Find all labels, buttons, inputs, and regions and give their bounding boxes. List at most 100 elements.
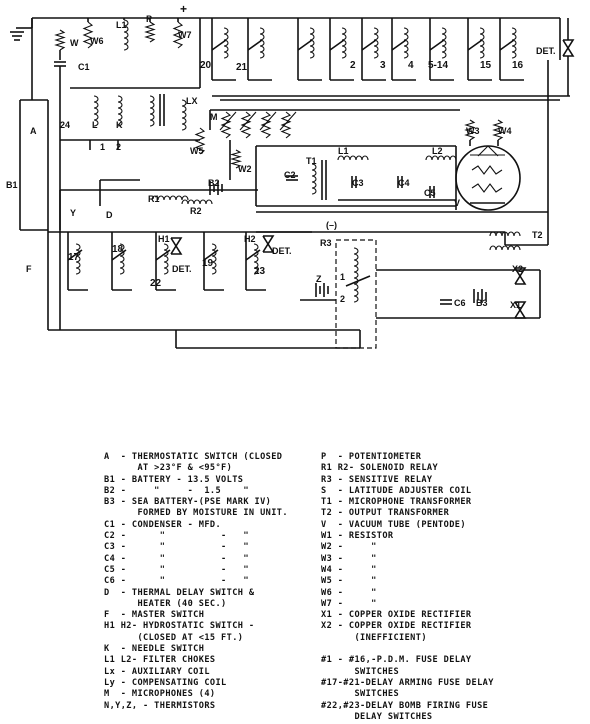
legend-entry: N,Y,Z, - THERMISTORS bbox=[104, 700, 216, 711]
legend-entry: X2 - COPPER OXIDE RECTIFIER bbox=[321, 621, 472, 632]
ground-symbol bbox=[10, 18, 33, 41]
label-l: L bbox=[92, 120, 98, 130]
label-y: Y bbox=[70, 208, 76, 218]
legend-entry: W3 - " bbox=[321, 553, 377, 564]
legend-entry: B2 - " - 1.5 " bbox=[104, 485, 249, 496]
label-p: P bbox=[146, 14, 152, 24]
label-r3: R3 bbox=[320, 238, 332, 248]
legend-left-column: A - THERMOSTATIC SWITCH (CLOSED AT >23°F… bbox=[104, 452, 324, 712]
label-f: F bbox=[26, 264, 32, 274]
legend-entry: K - NEEDLE SWITCH bbox=[104, 644, 205, 655]
label-19: 19 bbox=[202, 258, 214, 269]
label-fuse-3: 3 bbox=[380, 60, 386, 71]
vacuum-tube-v bbox=[455, 145, 521, 211]
label-m: M bbox=[210, 112, 218, 122]
legend-entry: W6 - " bbox=[321, 587, 377, 598]
legend-entry: C6 - " - " bbox=[104, 576, 249, 587]
label-det-top: DET. bbox=[536, 46, 556, 56]
legend-entry: W1 - RESISTOR bbox=[321, 531, 394, 542]
legend-entry: D - THERMAL DELAY SWITCH & bbox=[104, 587, 255, 598]
legend-entry: X1 - COPPER OXIDE RECTIFIER bbox=[321, 610, 472, 621]
legend-entry: HEATER (40 SEC.) bbox=[104, 598, 227, 609]
legend-entry: L1 L2- FILTER CHOKES bbox=[104, 655, 216, 666]
label-k: K bbox=[116, 120, 123, 130]
legend-entry: #22,#23-DELAY BOMB FIRING FUSE bbox=[321, 700, 489, 711]
label-r2: R2 bbox=[190, 206, 202, 216]
label-x2: X2 bbox=[512, 264, 523, 274]
legend-entry: W4 - " bbox=[321, 564, 377, 575]
legend-entry: C3 - " - " bbox=[104, 542, 249, 553]
circuit-schematic: + (–) W W6 L1 P W7 C1 L K LX W5 24 1 2 M… bbox=[6, 2, 575, 349]
label-v: V bbox=[454, 198, 460, 208]
label-det-mid: DET. bbox=[172, 264, 192, 274]
label-lx: LX bbox=[186, 96, 198, 106]
plus-terminal-label: + bbox=[180, 2, 187, 16]
legend-entry: V - VACUUM TUBE (PENTODE) bbox=[321, 519, 466, 530]
legend-entry: T2 - OUTPUT TRANSFORMER bbox=[321, 508, 450, 519]
legend-entry: W7 - " bbox=[321, 598, 377, 609]
label-b1: B1 bbox=[6, 180, 18, 190]
label-c6: C6 bbox=[454, 298, 466, 308]
label-22: 22 bbox=[150, 278, 162, 289]
label-21: 21 bbox=[236, 62, 248, 73]
legend-entry: SWITCHES bbox=[321, 666, 400, 677]
label-l1: L1 bbox=[116, 20, 127, 30]
legend-entry: #17-#21-DELAY ARMING FUSE DELAY bbox=[321, 677, 494, 688]
legend-entry: H1 H2- HYDROSTATIC SWITCH - bbox=[104, 621, 255, 632]
label-l1-choke: L1 bbox=[338, 146, 349, 156]
legend-entry: Lx - AUXILIARY COIL bbox=[104, 666, 210, 677]
label-h1: H1 bbox=[158, 234, 170, 244]
label-w7: W7 bbox=[178, 30, 192, 40]
legend-entry bbox=[321, 644, 581, 655]
legend-entry: SWITCHES bbox=[321, 689, 400, 700]
label-w3: W3 bbox=[466, 126, 480, 136]
label-c5: C5 bbox=[424, 188, 436, 198]
label-w5: W5 bbox=[190, 146, 204, 156]
legend-entry: R1 R2- SOLENOID RELAY bbox=[321, 463, 439, 474]
label-1: 1 bbox=[100, 142, 105, 152]
label-b2: B2 bbox=[208, 178, 220, 188]
legend-entry: C5 - " - " bbox=[104, 564, 249, 575]
label-c3: C3 bbox=[352, 178, 364, 188]
legend-entry: P - POTENTIOMETER bbox=[321, 452, 422, 462]
legend-entry: AT >23°F & <95°F) bbox=[104, 463, 233, 474]
label-w4: W4 bbox=[498, 126, 512, 136]
legend-entry: #1 - #16,-P.D.M. FUSE DELAY bbox=[321, 655, 472, 666]
label-r1: R1 bbox=[148, 194, 160, 204]
legend-entry: FORMED BY MOISTURE IN UNIT. bbox=[104, 508, 288, 519]
legend-entry: M - MICROPHONES (4) bbox=[104, 689, 216, 700]
legend-entry: C4 - " - " bbox=[104, 553, 249, 564]
label-t1: T1 bbox=[306, 156, 317, 166]
circuit-wires bbox=[19, 17, 575, 349]
label-s-2: 2 bbox=[340, 294, 345, 304]
label-23: 23 bbox=[254, 266, 266, 277]
legend-entry: B3 - SEA BATTERY-(PSE MARK IV) bbox=[104, 497, 272, 508]
label-z: Z bbox=[316, 274, 322, 284]
label-t2: T2 bbox=[532, 230, 543, 240]
legend-entry: T1 - MICROPHONE TRANSFORMER bbox=[321, 497, 472, 508]
label-h2: H2 bbox=[244, 234, 256, 244]
legend-entry: B1 - BATTERY - 13.5 VOLTS bbox=[104, 474, 244, 485]
label-24: 24 bbox=[60, 120, 70, 130]
label-b3: B3 bbox=[476, 298, 488, 308]
legend-entry: F - MASTER SWITCH bbox=[104, 610, 205, 621]
legend-entry: (CLOSED AT <15 FT.) bbox=[104, 632, 244, 643]
label-c2: C2 bbox=[284, 170, 296, 180]
label-fuse-4: 4 bbox=[408, 60, 414, 71]
label-d: D bbox=[106, 210, 113, 220]
legend-entry: DELAY SWITCHES bbox=[321, 711, 433, 722]
label-fuse-5-14: 5-14 bbox=[428, 60, 448, 71]
minus-bus-label: (–) bbox=[326, 220, 337, 230]
label-s-1: 1 bbox=[340, 272, 345, 282]
label-18: 18 bbox=[112, 244, 124, 255]
label-w: W bbox=[70, 38, 79, 48]
label-c1: C1 bbox=[78, 62, 90, 72]
label-20: 20 bbox=[200, 60, 212, 71]
label-x1: X1 bbox=[510, 300, 521, 310]
label-fuse-15: 15 bbox=[480, 60, 492, 71]
legend-entry: S - LATITUDE ADJUSTER COIL bbox=[321, 485, 472, 496]
label-det-right: DET. bbox=[272, 246, 292, 256]
label-c4: C4 bbox=[398, 178, 410, 188]
label-l2: L2 bbox=[432, 146, 443, 156]
